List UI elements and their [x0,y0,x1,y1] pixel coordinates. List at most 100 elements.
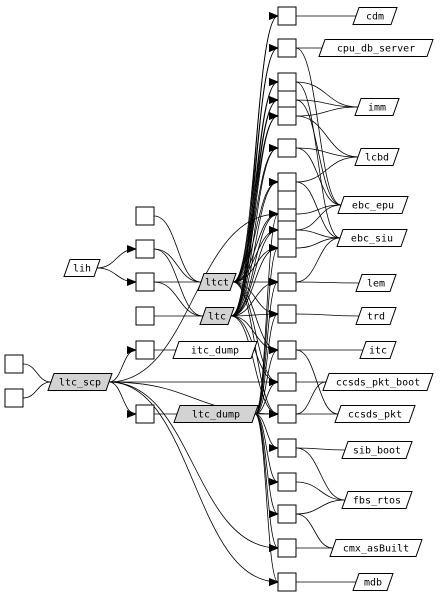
node-b_m5 [135,306,155,326]
node-box [277,272,297,292]
edge-ebc_epu-to-b_r4 [295,99,342,206]
edge-b_m1-to-ltct [153,215,202,283]
node-b_l1 [4,354,24,374]
edge-ltc_dump-to-b_r8 [254,210,279,415]
edge-ltc_dump-to-b_r11 [254,278,279,415]
edge-ltct-to-b_r14 [232,281,279,386]
node-b_r2 [277,38,297,58]
edge-ltc-to-b_r7 [230,178,279,317]
node-box [277,304,297,324]
node-label-ccsds_pkt: ccsds_pkt [348,410,402,421]
edge-ccsds_pkt-to-b_r13 [295,349,339,415]
node-ltc_scp: ltc_scp [47,373,113,391]
edge-fbs_rtos-to-b_r17 [295,481,346,501]
edge-fbs_rtos-to-b_r18 [295,499,346,515]
node-shape [47,373,113,391]
node-box [277,6,297,26]
node-shape [352,573,394,591]
node-label-mdb: mdb [364,578,382,589]
edge-ebc_siu-to-b_r9 [295,229,341,239]
edge-cmx_asBuilt-to-b_r18 [295,513,334,549]
node-shape [355,307,397,325]
node-shape [172,341,258,359]
node-shape [199,307,235,325]
edge-ebc_siu-to-b_r11 [295,237,341,283]
node-label-ltct: ltct [205,278,229,289]
edges-layer [22,12,363,586]
node-box [135,206,155,226]
node-box [4,388,24,408]
node-box [277,172,297,192]
node-label-lih: lih [73,264,91,275]
edge-ltc_scp-to-b_m6 [108,381,137,418]
node-box [277,438,297,458]
node-label-lem: lem [367,279,385,290]
edge-ltc-to-b_r5 [230,112,279,317]
node-lih: lih [63,259,101,277]
node-label-cmx_asBuilt: cmx_asBuilt [343,544,409,555]
node-b_r10 [277,238,297,258]
node-b_r7 [277,172,297,192]
edge-trd-to-b_r12 [295,313,360,317]
node-b_r11 [277,272,297,292]
node-ltc_dump: ltc_dump [173,405,259,423]
node-label-ccsds_pkt_boot: ccsds_pkt_boot [336,378,420,389]
node-b_top1 [277,6,297,26]
edge-ltc-to-b_r2 [230,44,279,317]
node-label-ltc_dump: ltc_dump [192,410,240,421]
node-box [277,340,297,360]
node-itc: itc [359,341,397,359]
node-box [135,272,155,292]
node-mdb: mdb [352,573,394,591]
edge-imm-to-b_r3 [295,81,359,108]
node-label-trd: trd [367,312,385,323]
node-box [277,372,297,392]
node-box [277,472,297,492]
edge-ebc_siu-to-b_r3 [295,81,341,239]
node-shape [197,273,237,291]
node-imm: imm [354,98,400,116]
node-box [277,220,297,240]
node-shape [354,98,400,116]
edge-imm-to-b_r5 [295,106,359,117]
node-shape [63,259,101,277]
node-b_r22 [277,538,297,558]
node-b_r18 [277,504,297,524]
node-b_r12 [277,304,297,324]
node-box [277,138,297,158]
node-trd: trd [355,307,397,325]
edge-ltc_scp-to-b_r23 [108,381,279,586]
node-box [277,90,297,110]
node-box [135,404,155,424]
edge-ltc_dump-to-b_r17 [254,413,279,486]
node-b_r4 [277,90,297,110]
node-ccsds_pkt: ccsds_pkt [334,405,416,423]
node-ltc: ltc [199,307,235,325]
edge-ltct-to-b_r3 [232,78,279,283]
edge-b_m3-to-ltc [153,281,204,317]
node-sib_boot: sib_boot [341,441,413,459]
node-label-ltc_scp: ltc_scp [59,378,101,389]
node-b_r5 [277,106,297,126]
edge-lem-to-b_r11 [295,281,360,284]
node-b_r9 [277,220,297,240]
node-shape [341,491,413,509]
node-b_r16 [277,438,297,458]
edge-ebc_epu-to-b_r9 [295,204,342,231]
node-ccsds_pkt_boot: ccsds_pkt_boot [322,373,434,391]
edge-lcbd-to-b_r7 [295,156,359,183]
edge-sib_boot-to-b_r16 [295,447,346,451]
edge-ebc_epu-to-b_r6 [295,147,342,206]
edge-lcbd-to-b_r5 [295,115,359,158]
node-b_r14 [277,372,297,392]
node-itc_dump: itc_dump [172,341,258,359]
node-shape [322,373,434,391]
node-cmx_asBuilt: cmx_asBuilt [329,539,423,557]
edge-ltc-to-b_r6 [230,144,279,317]
node-box [277,572,297,592]
edge-ltc_scp-to-b_r22 [108,381,279,552]
edge-ltct-to-b_r15 [232,281,279,418]
node-shape [336,229,408,247]
node-label-imm: imm [368,103,386,114]
